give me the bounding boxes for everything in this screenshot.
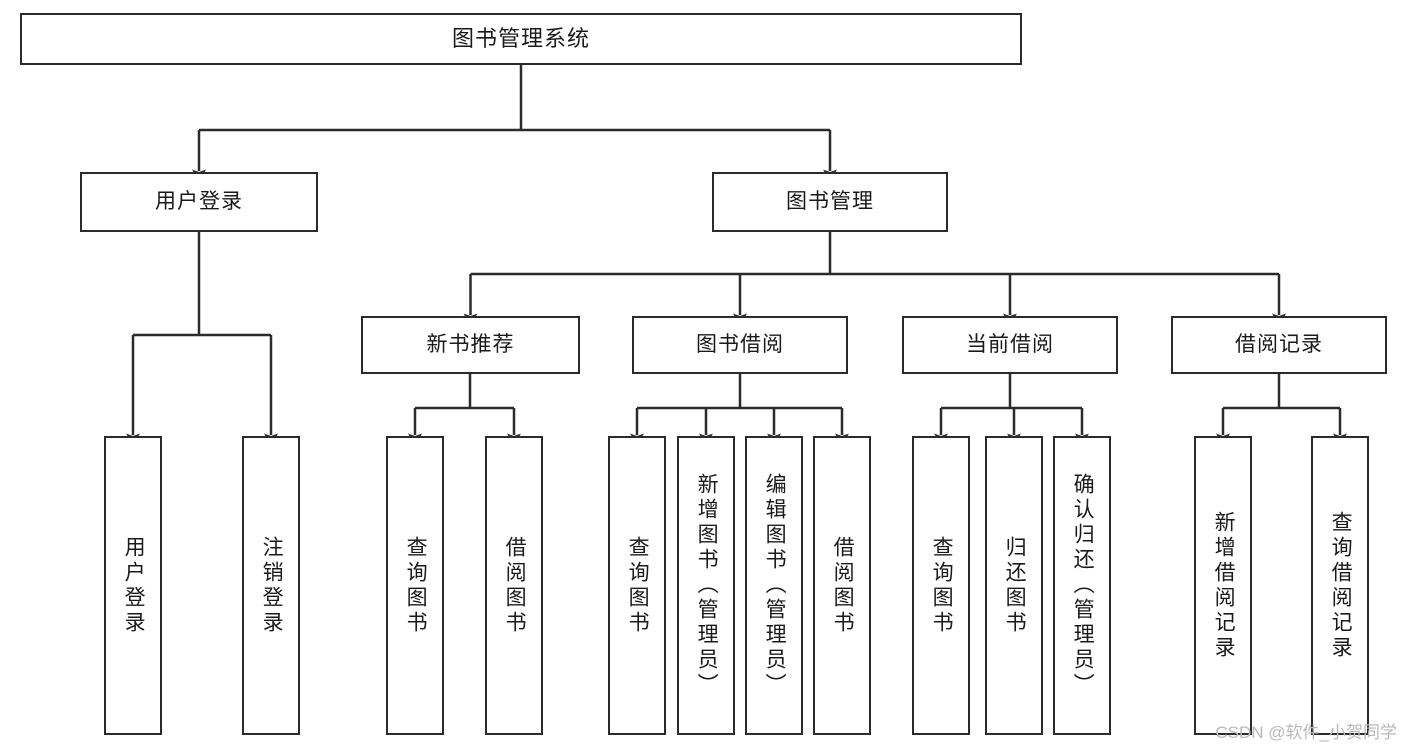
node-label: 编辑图书（管理员） bbox=[763, 473, 787, 698]
node-leaf-logout-login[interactable]: 注销登录 bbox=[242, 436, 300, 735]
node-root[interactable]: 图书管理系统 bbox=[20, 13, 1022, 65]
node-leaf-borrow-book-recommend[interactable]: 借阅图书 bbox=[485, 436, 543, 735]
node-leaf-user-login[interactable]: 用户登录 bbox=[104, 436, 162, 735]
node-label: 用户登录 bbox=[122, 535, 146, 636]
node-label: 查询借阅记录 bbox=[1329, 510, 1353, 661]
node-leaf-add-book-admin[interactable]: 新增图书（管理员） bbox=[677, 436, 735, 735]
node-leaf-query-book-recommend[interactable]: 查询图书 bbox=[386, 436, 444, 735]
node-leaf-query-book-current[interactable]: 查询图书 bbox=[912, 436, 970, 735]
node-leaf-add-borrow-record[interactable]: 新增借阅记录 bbox=[1194, 436, 1252, 735]
node-borrow-record[interactable]: 借阅记录 bbox=[1171, 316, 1387, 374]
node-book-borrow[interactable]: 图书借阅 bbox=[632, 316, 848, 374]
node-label: 归还图书 bbox=[1003, 535, 1027, 636]
node-label: 借阅图书 bbox=[503, 535, 527, 636]
node-label: 用户登录 bbox=[155, 190, 243, 214]
node-label: 查询图书 bbox=[626, 535, 650, 636]
node-label: 注销登录 bbox=[260, 535, 284, 636]
node-leaf-return-book[interactable]: 归还图书 bbox=[985, 436, 1043, 735]
node-label: 查询图书 bbox=[404, 535, 428, 636]
node-leaf-borrow-book[interactable]: 借阅图书 bbox=[813, 436, 871, 735]
node-label: 新书推荐 bbox=[426, 333, 515, 357]
node-label: 新增图书（管理员） bbox=[695, 473, 719, 698]
node-label: 图书借阅 bbox=[696, 333, 784, 357]
node-current-borrow[interactable]: 当前借阅 bbox=[902, 316, 1118, 374]
node-label: 图书管理 bbox=[786, 190, 874, 214]
node-leaf-query-borrow-record[interactable]: 查询借阅记录 bbox=[1311, 436, 1369, 735]
node-label: 图书管理系统 bbox=[451, 25, 590, 51]
node-user-login[interactable]: 用户登录 bbox=[80, 172, 318, 232]
node-leaf-query-book-borrow[interactable]: 查询图书 bbox=[608, 436, 666, 735]
node-leaf-confirm-return-admin[interactable]: 确认归还（管理员） bbox=[1053, 436, 1111, 735]
node-new-book-recommend[interactable]: 新书推荐 bbox=[361, 316, 580, 374]
node-leaf-edit-book-admin[interactable]: 编辑图书（管理员） bbox=[745, 436, 803, 735]
node-label: 确认归还（管理员） bbox=[1071, 473, 1095, 698]
node-label: 借阅记录 bbox=[1235, 333, 1323, 357]
node-book-manage[interactable]: 图书管理 bbox=[712, 172, 948, 232]
node-label: 新增借阅记录 bbox=[1212, 510, 1236, 661]
node-label: 借阅图书 bbox=[831, 535, 855, 636]
watermark: CSDN @软件_小贺同学 bbox=[1215, 723, 1397, 742]
node-label: 查询图书 bbox=[930, 535, 954, 636]
node-label: 当前借阅 bbox=[966, 333, 1054, 357]
